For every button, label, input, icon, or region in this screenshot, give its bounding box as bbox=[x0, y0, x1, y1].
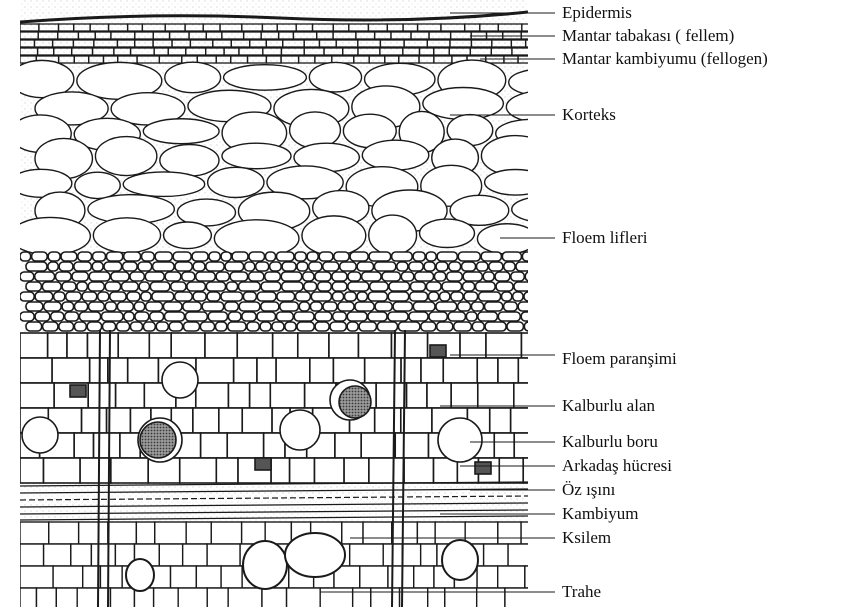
ksilem-layer bbox=[20, 522, 552, 607]
label-epidermis: Epidermis bbox=[562, 4, 632, 22]
label-trahe: Trahe bbox=[562, 583, 601, 601]
label-floem-paransimi: Floem paranşimi bbox=[562, 350, 677, 368]
label-kalburlu-alan: Kalburlu alan bbox=[562, 397, 655, 415]
label-ksilem: Ksilem bbox=[562, 529, 611, 547]
label-fellogen: Mantar kambiyumu (fellogen) bbox=[562, 50, 768, 68]
label-kambiyum: Kambiyum bbox=[562, 505, 639, 523]
korteks-layer bbox=[10, 60, 620, 257]
label-oz-isini: Öz ışını bbox=[562, 481, 615, 499]
label-arkadas-hucresi: Arkadaş hücresi bbox=[562, 457, 672, 475]
label-floem-lifleri: Floem lifleri bbox=[562, 229, 647, 247]
label-fellem: Mantar tabakası ( fellem) bbox=[562, 27, 734, 45]
label-kalburlu-boru: Kalburlu boru bbox=[562, 433, 658, 451]
label-korteks: Korteks bbox=[562, 106, 616, 124]
